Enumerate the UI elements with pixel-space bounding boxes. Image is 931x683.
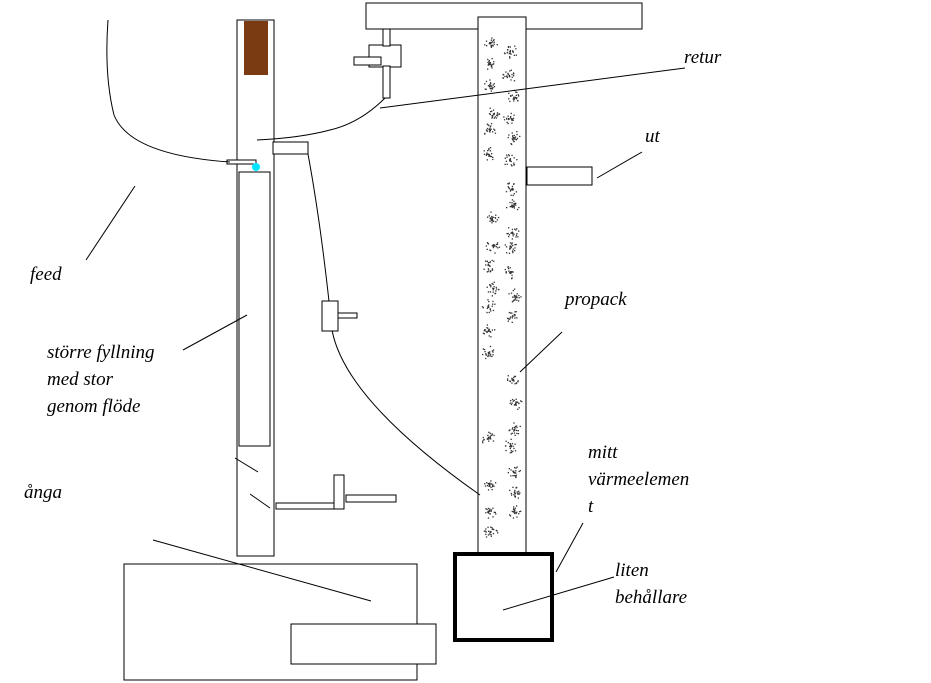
label-mitt-line2: värmeelemen — [588, 469, 689, 490]
feed-inlet-stub — [226, 159, 257, 165]
boiler-heater — [290, 623, 437, 665]
column-top-plug — [244, 21, 268, 75]
feed-point-dot — [252, 163, 260, 171]
valve-body — [321, 300, 339, 332]
label-anga: ånga — [24, 482, 62, 503]
feed-line — [106, 19, 231, 163]
packed-column — [477, 16, 527, 555]
propack-packing — [481, 37, 523, 538]
label-mitt-line3: t — [588, 496, 594, 517]
label-feed: feed — [30, 264, 62, 285]
label-storre-line3: genom flöde — [47, 396, 140, 417]
return-line — [256, 97, 386, 141]
leader-propack — [519, 331, 563, 373]
return-valve-handle — [353, 56, 382, 66]
label-ut: ut — [645, 126, 661, 147]
leader-anga — [152, 539, 372, 602]
bottom-valve-handle — [345, 494, 397, 503]
column-mark-1 — [234, 457, 259, 473]
return-valve-stem-top — [382, 28, 391, 47]
leader-retur — [379, 67, 686, 109]
outlet-pipe — [526, 166, 593, 186]
leader-mitt — [555, 522, 584, 573]
label-propack: propack — [563, 289, 627, 310]
label-liten-line1: liten — [615, 560, 649, 581]
label-storre-line2: med stor — [47, 369, 114, 390]
bottom-outlet-pipe — [275, 502, 335, 510]
small-container — [453, 552, 554, 642]
label-liten-line2: behållare — [615, 587, 687, 608]
label-storre-line1: större fyllning — [47, 342, 155, 363]
side-outlet-pipe — [272, 141, 309, 155]
leader-ut — [596, 151, 643, 179]
inner-filling — [238, 171, 271, 447]
label-mitt-line1: mitt — [588, 442, 618, 463]
label-retur: retur — [684, 47, 722, 68]
column-mark-2 — [249, 493, 271, 509]
leader-storre — [182, 314, 248, 351]
bottom-valve-body — [333, 474, 345, 510]
return-valve-stem-bottom — [382, 65, 391, 99]
valve-handle — [337, 312, 358, 319]
leader-liten — [502, 576, 615, 611]
leader-feed — [85, 185, 136, 261]
